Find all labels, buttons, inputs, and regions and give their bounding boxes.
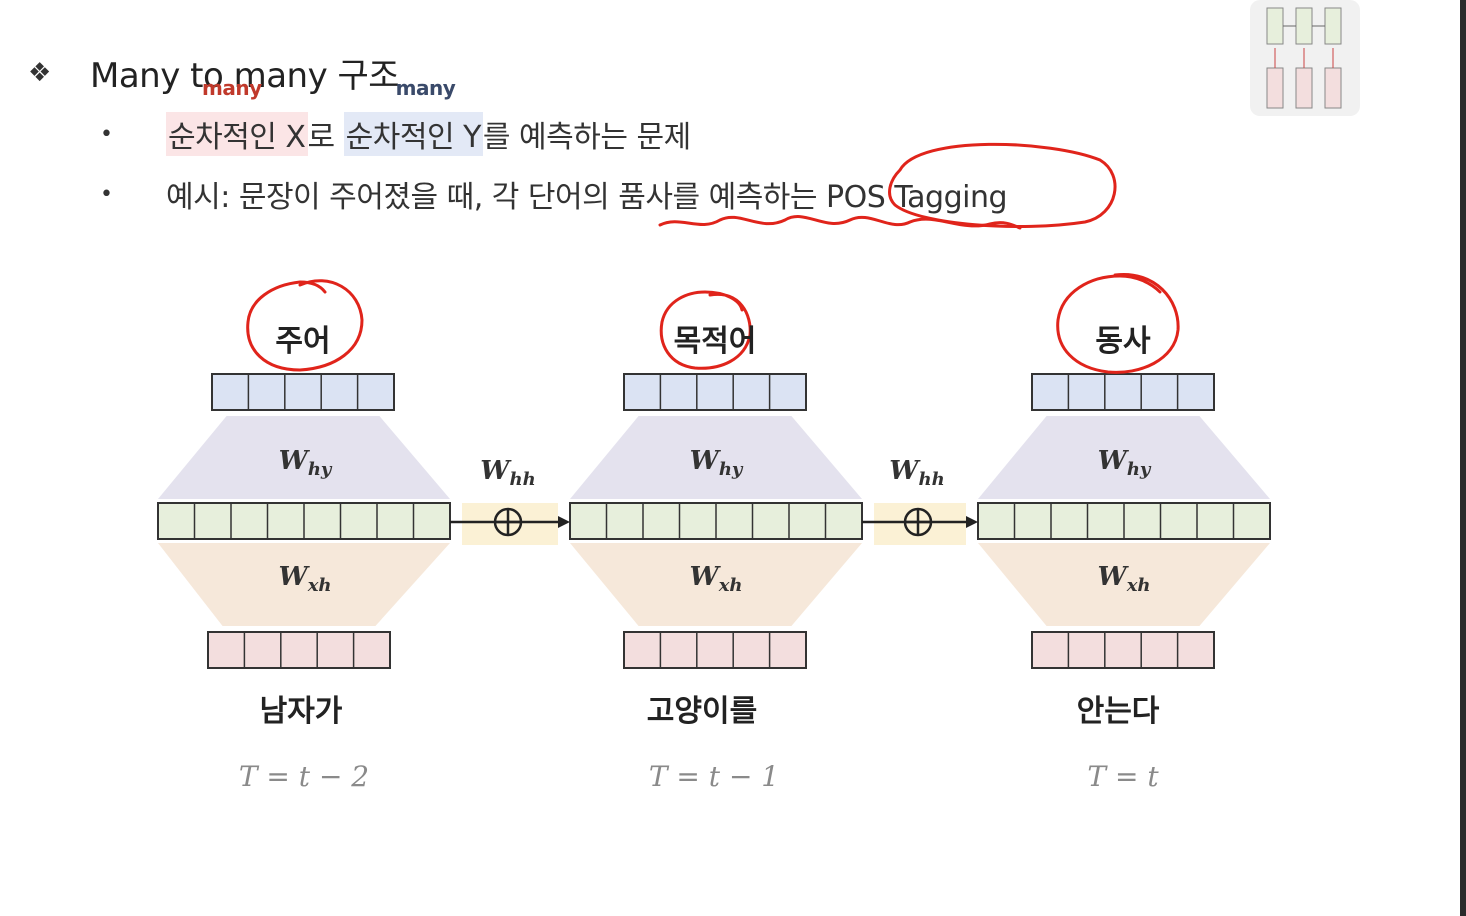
output-vector-2 [623,373,807,411]
output-word-2: 목적어 [673,324,757,359]
arrow-head-icon [558,516,570,528]
bullet-dot-icon: • [100,181,113,207]
w-hh-label-2: Whh [889,456,945,491]
w-xh-label-2: Wxh [689,562,743,597]
w-hh-label-1: Whh [480,456,536,491]
output-word-3: 동사 [1095,324,1151,359]
input-vector-1 [207,631,391,669]
rnn-thumbnail-icon [1250,0,1360,116]
w-xh-trapezoid [978,543,1270,626]
annotation-many-y: many [395,76,456,100]
w-hy-trapezoid [570,416,862,499]
bullet-1: • many 순차적인 X 로 many 순차적인 Y 를 예측하는 문제 [100,76,691,156]
w-hy-trapezoid [978,416,1270,499]
input-word-3: 안는다 [1076,694,1160,729]
joiner-text: 로 [307,120,344,155]
w-hy-label-3: Why [1097,446,1151,481]
ink-annotations [246,142,1180,374]
arrow-head-icon [966,516,978,528]
bullet-2: • 예시: 문장이 주어졌을 때, 각 단어의 품사를 예측하는 POS Tag… [100,172,1008,216]
sequential-x-highlight: many 순차적인 X [166,76,308,156]
slide-title: ❖ Many to many 구조 [28,48,400,97]
title-text: Many to many 구조 [90,56,400,96]
time-label-2: T = t − 1 [648,760,780,793]
w-xh-label-1: Wxh [278,562,332,597]
time-label-3: T = t [1087,760,1159,793]
bullet-1-rest: 를 예측하는 문제 [482,120,691,155]
output-vector-1 [211,373,395,411]
sequential-y-text: 순차적인 Y [345,120,482,155]
sequential-y-highlight: many 순차적인 Y [343,76,483,156]
w-hy-label-2: Why [689,446,743,481]
bullet-dot-icon: • [100,121,113,147]
input-vector-2 [623,631,807,669]
output-vector-3 [1031,373,1215,411]
output-word-1: 주어 [275,324,331,359]
w-hy-label-1: Why [278,446,332,481]
w-xh-label-3: Wxh [1097,562,1151,597]
input-word-2: 고양이를 [646,694,758,729]
annotation-many-x: many [202,76,262,100]
diamond-bullet-icon: ❖ [28,57,52,88]
w-xh-trapezoid [158,543,450,626]
input-vector-3 [1031,631,1215,669]
bullet-2-text: 예시: 문장이 주어졌을 때, 각 단어의 품사를 예측하는 POS Taggi… [166,180,1008,215]
window-edge [1460,0,1466,916]
sequential-x-text: 순차적인 X [168,120,306,155]
time-label-1: T = t − 2 [238,760,370,793]
w-xh-trapezoid [570,543,862,626]
input-word-1: 남자가 [259,694,343,729]
w-hy-trapezoid [158,416,450,499]
